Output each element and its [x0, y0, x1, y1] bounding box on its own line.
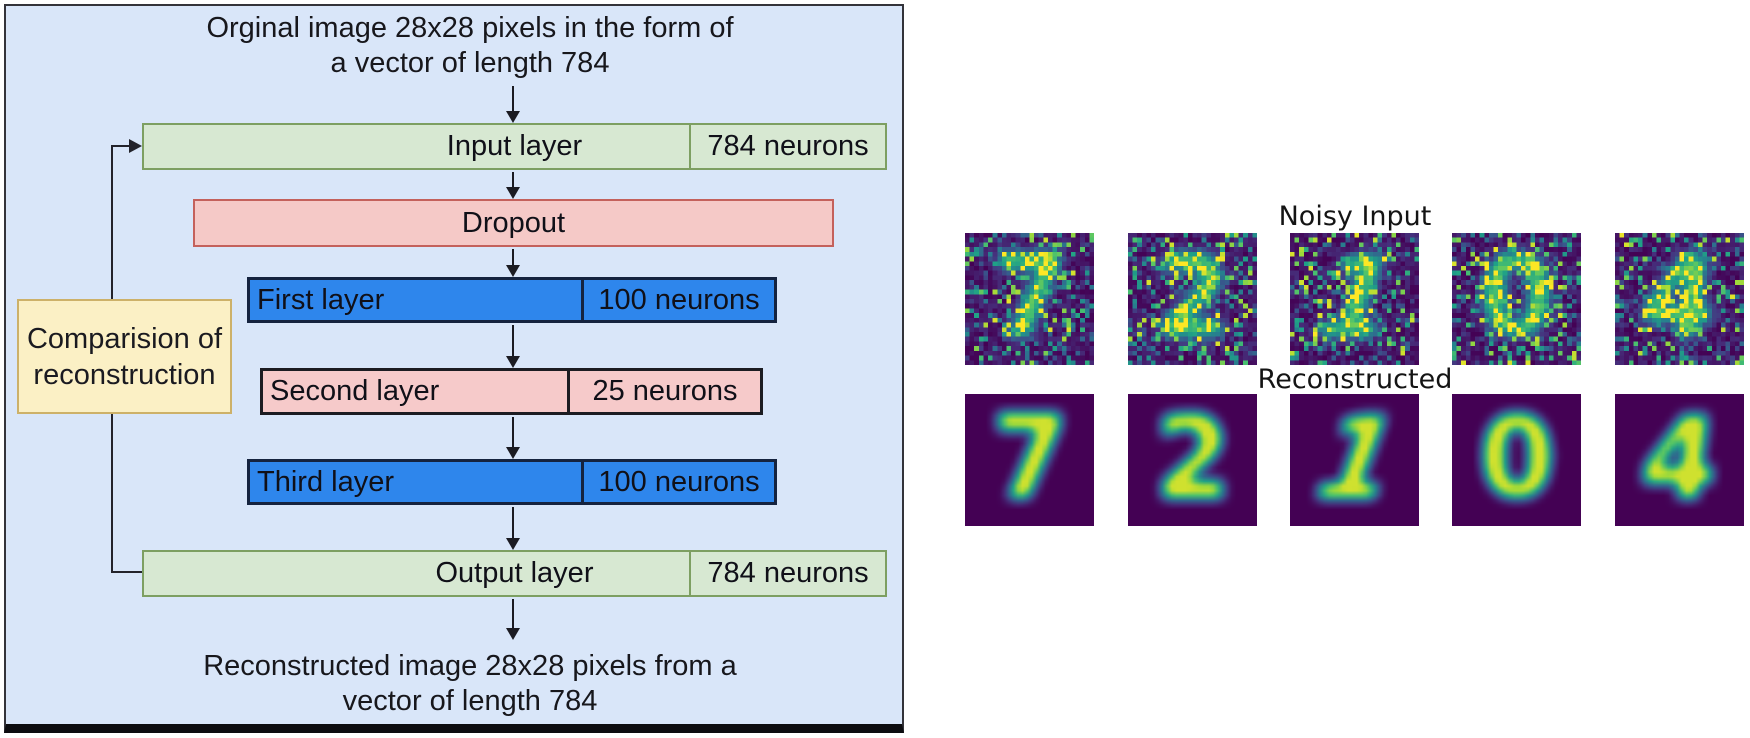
comparison-note-box: Comparision of reconstruction — [17, 299, 232, 414]
flow-arrow-line — [512, 417, 514, 447]
noisy-digit-0-image — [1452, 233, 1581, 365]
reconstructed-digit-0-image — [1452, 394, 1581, 526]
layer-box-output: 784 neurons Output layer — [142, 550, 887, 597]
diagram-footer-line2: vector of length 784 — [342, 685, 598, 717]
flow-arrowhead-icon — [506, 628, 520, 640]
diagram-footer: Reconstructed image 28x28 pixels from a … — [70, 649, 870, 719]
noisy-digit-canvas — [1615, 233, 1744, 365]
diagram-title: Orginal image 28x28 pixels in the form o… — [70, 11, 870, 81]
flow-arrowhead-icon — [506, 356, 520, 368]
layer-box-third: Third layer 100 neurons — [247, 459, 777, 505]
diagram-footer-line1: Reconstructed image 28x28 pixels from a — [203, 650, 737, 682]
feedback-line-top — [111, 145, 131, 147]
layer-box-second: Second layer 25 neurons — [260, 368, 763, 415]
noisy-digit-4-image — [1615, 233, 1744, 365]
flow-arrowhead-icon — [506, 111, 520, 123]
comparison-line2: reconstruction — [33, 358, 216, 391]
flow-arrowhead-icon — [506, 187, 520, 199]
reconstructed-digit-1-image — [1290, 394, 1419, 526]
flow-arrow-line — [512, 172, 514, 187]
flow-arrow-line — [512, 325, 514, 356]
reconstructed-digit-2-image — [1128, 394, 1257, 526]
flow-arrowhead-icon — [506, 447, 520, 459]
feedback-line-bottom — [111, 571, 142, 573]
noisy-digit-canvas — [1128, 233, 1257, 365]
layer-label: Output layer — [435, 557, 594, 589]
neuron-count-label: 100 neurons — [581, 280, 774, 320]
flow-arrow-line — [512, 86, 514, 111]
layer-label: Dropout — [461, 206, 566, 239]
noisy-digit-canvas — [965, 233, 1094, 365]
neuron-count-label: 100 neurons — [581, 462, 774, 502]
neuron-count-label: 25 neurons — [567, 371, 760, 412]
noisy-digit-canvas — [1452, 233, 1581, 365]
flow-arrowhead-icon — [506, 538, 520, 550]
flow-arrow-line — [512, 599, 514, 628]
reconstructed-digit-canvas — [1452, 394, 1581, 526]
layer-box-dropout: Dropout — [193, 199, 834, 247]
comparison-line1: Comparision of — [26, 322, 223, 355]
layer-label: Second layer — [270, 375, 440, 407]
diagram-title-line1: Orginal image 28x28 pixels in the form o… — [206, 12, 734, 44]
layer-label: Input layer — [446, 130, 583, 162]
noisy-digit-1-image — [1290, 233, 1419, 365]
noisy-input-title: Noisy Input — [1278, 201, 1432, 232]
noisy-digit-canvas — [1290, 233, 1419, 365]
noisy-digit-2-image — [1128, 233, 1257, 365]
layer-box-first: First layer 100 neurons — [247, 277, 777, 323]
reconstructed-digit-canvas — [965, 394, 1094, 526]
flow-arrow-line — [512, 249, 514, 265]
reconstructed-title: Reconstructed — [1257, 364, 1453, 395]
layer-box-input: 784 neurons Input layer — [142, 123, 887, 170]
reconstructed-digit-canvas — [1290, 394, 1419, 526]
feedback-arrowhead-icon — [129, 139, 142, 153]
layer-label: Third layer — [257, 465, 394, 498]
flow-arrowhead-icon — [506, 265, 520, 277]
diagram-title-line2: a vector of length 784 — [330, 47, 610, 79]
reconstructed-digit-4-image — [1615, 394, 1744, 526]
flow-arrow-line — [512, 507, 514, 538]
neuron-count-label: 784 neurons — [689, 125, 885, 168]
reconstructed-digit-7-image — [965, 394, 1094, 526]
layer-label: First layer — [257, 283, 385, 316]
reconstructed-digit-canvas — [1128, 394, 1257, 526]
noisy-digit-7-image — [965, 233, 1094, 365]
neuron-count-label: 784 neurons — [689, 552, 885, 595]
reconstructed-digit-canvas — [1615, 394, 1744, 526]
